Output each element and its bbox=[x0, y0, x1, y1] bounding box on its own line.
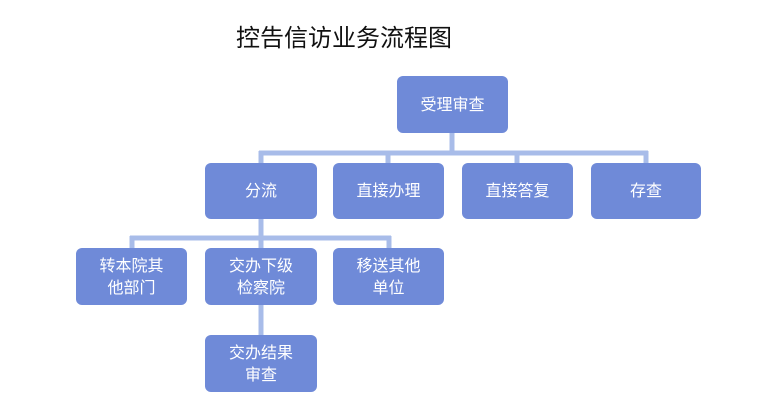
diagram-title: 控告信访业务流程图 bbox=[236, 24, 452, 52]
node-divert: 分流 bbox=[205, 163, 317, 219]
node-direct-handle: 直接办理 bbox=[333, 163, 444, 219]
node-transfer-other-unit: 移送其他 单位 bbox=[333, 248, 444, 305]
node-review: 受理审查 bbox=[397, 76, 508, 133]
node-transfer-other-dept: 转本院其 他部门 bbox=[76, 248, 187, 305]
node-archive: 存查 bbox=[591, 163, 701, 219]
node-assign-lower: 交办下级 检察院 bbox=[205, 248, 317, 305]
node-review-results: 交办结果 审查 bbox=[205, 335, 317, 392]
node-direct-reply: 直接答复 bbox=[462, 163, 573, 219]
